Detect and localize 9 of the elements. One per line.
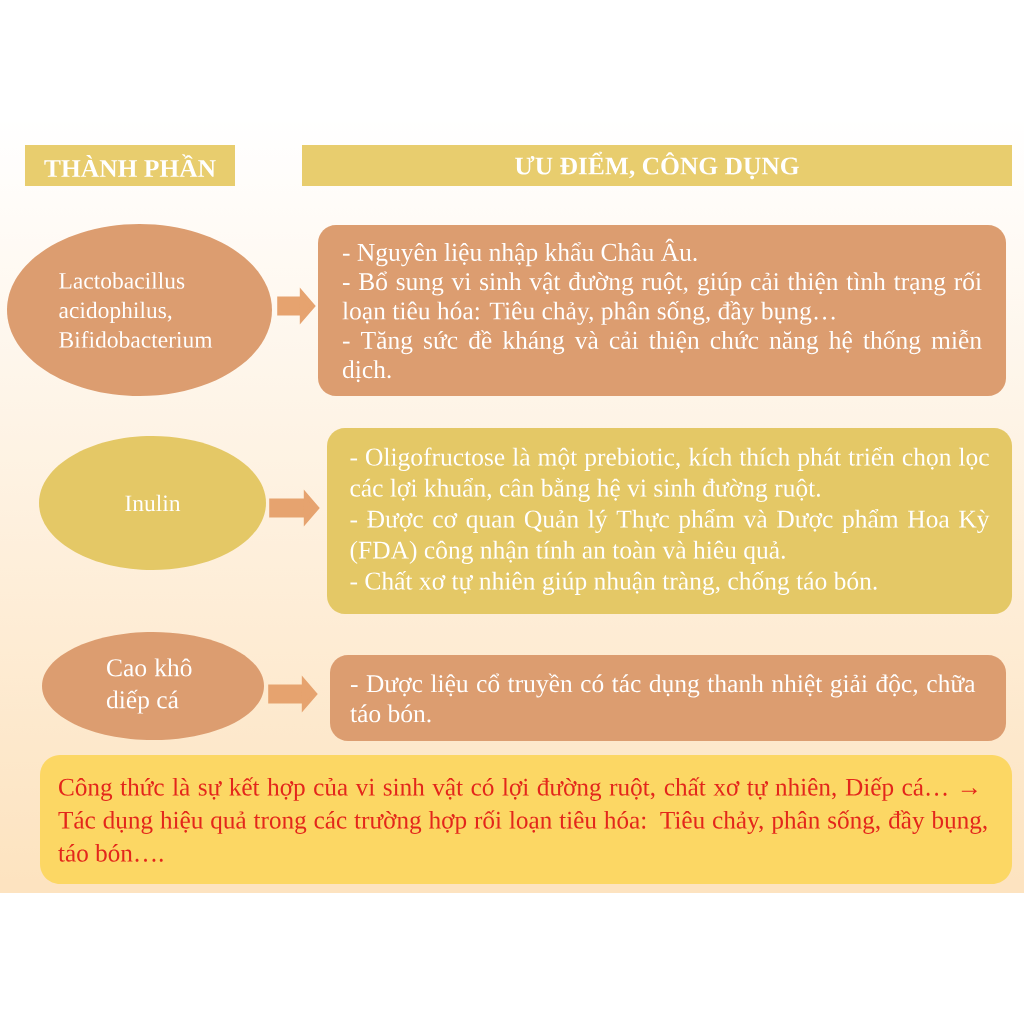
ingredient-oval: Cao khô diếp cá bbox=[42, 632, 264, 740]
ingredient-oval: Inulin bbox=[39, 436, 266, 570]
summary-panel: Công thức là sự kết hợp của vi sinh vật có lợi đường ruột, chất xơ tự nhiên, Diếp cá… → Tác dụng hiệu quả trong các trường hợp rối loạn tiêu hóa: Tiêu chảy, phân sống, đầy bụng, táo bón…. bbox=[40, 755, 1012, 884]
header-banner: THÀNH PHẦN bbox=[25, 145, 235, 186]
header-banner: ƯU ĐIỂM, CÔNG DỤNG bbox=[302, 145, 1012, 186]
benefit-panel: - Nguyên liệu nhập khẩu Châu Âu. - Bổ sung vi sinh vật đường ruột, giúp cải thiện tình trạng rối loạn tiêu hóa: Tiêu chảy, phân sống, đầy bụng… - Tăng sức đề kháng và cải thiện chức năng hệ thống miễn dịch. bbox=[318, 225, 1006, 396]
benefit-panel: - Dược liệu cổ truyền có tác dụng thanh nhiệt giải độc, chữa táo bón. bbox=[330, 655, 1006, 741]
benefit-panel: - Oligofructose là một prebiotic, kích thích phát triển chọn lọc các lợi khuẩn, cân bằng hệ vi sinh đường ruột. - Được cơ quan Quản lý Thực phẩm và Dược phẩm Hoa Kỳ (FDA) công nhận tính an toàn và hiêu quả. - Chất xơ tự nhiên giúp nhuận tràng, chống táo bón. bbox=[327, 428, 1012, 614]
ingredient-oval: Lactobacillus acidophilus, Bifidobacterium bbox=[7, 224, 272, 396]
